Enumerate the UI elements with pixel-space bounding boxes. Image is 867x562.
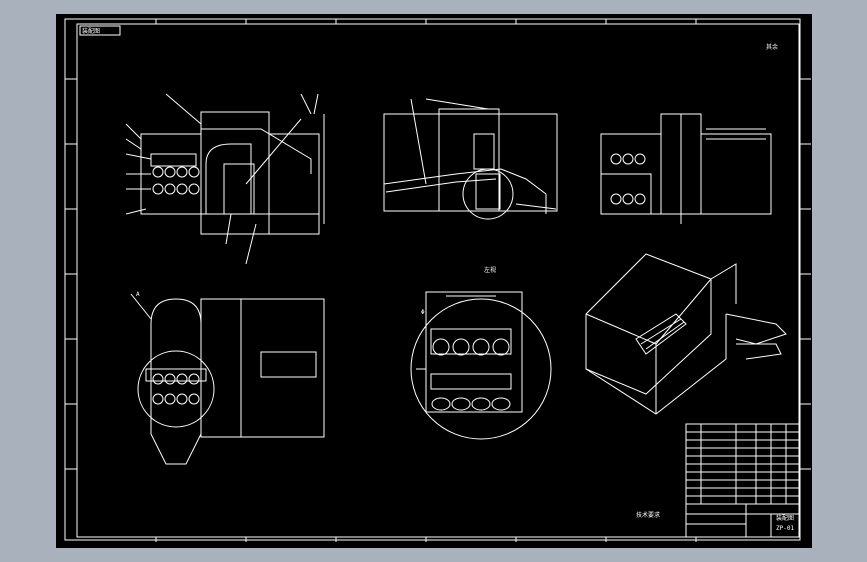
roughness-note: 其余 (766, 43, 778, 51)
view-label-mid: Φ (421, 309, 425, 316)
front-view (125, 93, 325, 265)
title-block-name: 装配图 (776, 514, 794, 522)
title-block-number: ZP-01 (776, 525, 794, 532)
hopper-section (130, 293, 325, 465)
top-view (383, 98, 558, 220)
drawing-viewport[interactable]: 装配图 左视 其余 A Φ 技术要求 装配图 ZP-01 (56, 14, 812, 548)
title-tag: 装配图 (82, 27, 100, 35)
tech-stamp: 技术要求 (636, 511, 660, 519)
outer-frame (64, 18, 801, 541)
cad-drawing-sheet: 装配图 左视 其余 A Φ 技术要求 装配图 ZP-01 (64, 18, 811, 542)
inner-frame (76, 23, 800, 538)
view-label-front: A (136, 291, 140, 298)
zone-ticks (65, 19, 811, 542)
title-block (685, 423, 800, 538)
isometric-view (585, 253, 787, 415)
side-view (600, 113, 772, 224)
title-tag-box (79, 25, 121, 36)
detail-view (410, 291, 552, 440)
center-mark: 左视 (484, 266, 496, 274)
